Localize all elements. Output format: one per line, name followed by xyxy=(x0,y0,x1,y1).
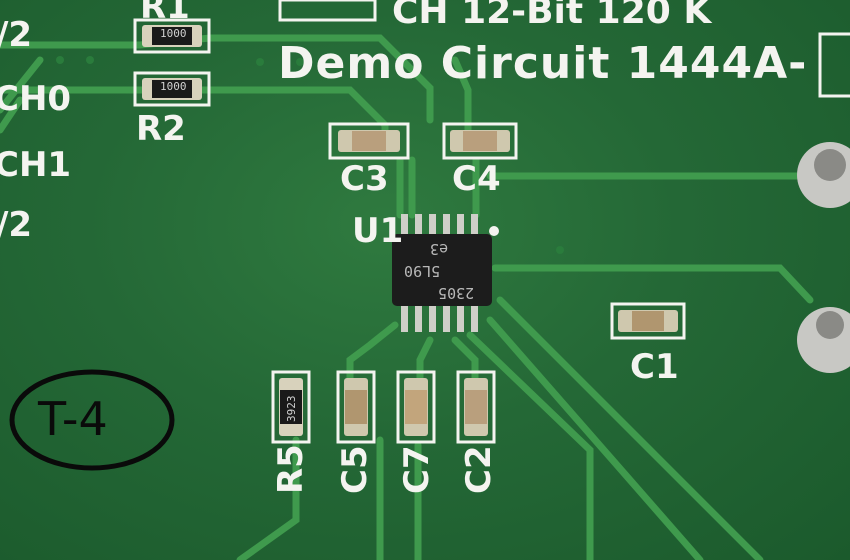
left-label-1: CH0 xyxy=(0,79,72,119)
r2-code: 1000 xyxy=(160,80,187,93)
demo-circuit-label: Demo Circuit 1444A- xyxy=(278,38,808,89)
chip-mark-5l90: 5L90 xyxy=(404,262,441,280)
label-c1: C1 xyxy=(630,347,679,387)
silkscreen-outlines xyxy=(133,0,850,444)
label-r5: R5 xyxy=(271,444,311,494)
r1-code: 1000 xyxy=(160,27,187,40)
label-u1: U1 xyxy=(352,211,404,251)
label-c7: C7 xyxy=(397,445,437,494)
capacitor-c4 xyxy=(450,130,510,152)
label-r1: R1 xyxy=(140,0,190,27)
label-c3: C3 xyxy=(340,159,389,199)
resistor-r5 xyxy=(279,378,303,436)
resistor-r1 xyxy=(142,25,202,47)
label-c4: C4 xyxy=(452,159,501,199)
left-label-0: /2 xyxy=(0,15,33,55)
vias xyxy=(56,56,564,254)
chip-mark-e3: e3 xyxy=(430,240,449,258)
r5-code: 3923 xyxy=(285,395,298,423)
capacitor-c2 xyxy=(464,378,488,436)
label-r2: R2 xyxy=(136,109,186,149)
connector-post-top xyxy=(797,142,850,208)
capacitor-c5 xyxy=(344,378,368,436)
marker-circle xyxy=(9,369,175,471)
connector-post-bottom xyxy=(797,307,850,373)
ic-u1 xyxy=(392,214,499,332)
marker-label: T-4 xyxy=(38,392,108,446)
capacitor-c7 xyxy=(404,378,428,436)
resistor-r2 xyxy=(142,78,202,100)
label-c2: C2 xyxy=(459,445,499,494)
capacitor-c1 xyxy=(618,310,678,332)
capacitor-c3 xyxy=(338,130,400,152)
left-label-2: CH1 xyxy=(0,145,72,185)
left-label-3: /2 xyxy=(0,205,33,245)
chip-mark-2305: 2305 xyxy=(438,284,475,302)
label-c5: C5 xyxy=(335,445,375,494)
board-title-fragment: CH 12-Bit 120 K xyxy=(392,0,712,32)
